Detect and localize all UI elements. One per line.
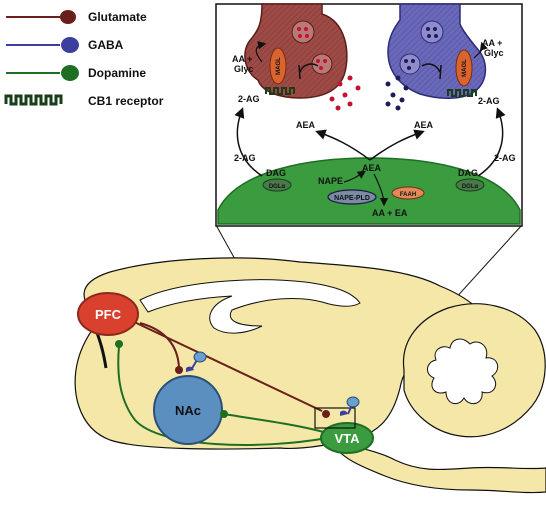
pfc-label: PFC bbox=[95, 307, 122, 322]
aa-glyc-right-line2: Glyc bbox=[484, 48, 504, 58]
magl-label-left: MAGL bbox=[276, 57, 282, 75]
brain-terminals bbox=[115, 340, 360, 429]
cb1-receptor-left bbox=[265, 87, 295, 95]
arrow-2ag-left bbox=[234, 107, 263, 177]
brain-section bbox=[74, 257, 546, 494]
nac-node: NAc bbox=[153, 375, 223, 445]
gaba-neuron-vta bbox=[346, 396, 360, 408]
nape-pld-enzyme bbox=[327, 189, 377, 205]
corpus-callosum bbox=[139, 279, 361, 334]
aea-right-label: AEA bbox=[414, 120, 434, 130]
glutamate-terminal-icon bbox=[60, 10, 76, 24]
pfc-ellipse bbox=[77, 292, 139, 336]
dgla-right-label: DGLα bbox=[462, 184, 479, 190]
dag-right-label: DAG bbox=[458, 168, 478, 178]
cb1-receptor-icon bbox=[4, 94, 63, 106]
legend-item-dopamine: Dopamine bbox=[6, 65, 146, 81]
dgla-enzyme-left bbox=[262, 178, 292, 192]
gaba-vesicles bbox=[399, 20, 444, 75]
vta-node: VTA bbox=[320, 422, 374, 454]
faah-enzyme bbox=[391, 186, 425, 200]
arbor-vitae bbox=[427, 338, 499, 405]
nac-circle bbox=[153, 375, 223, 445]
gaba-neuron-nac bbox=[193, 351, 207, 363]
aea-left-label: AEA bbox=[296, 120, 316, 130]
arrow-aea-right bbox=[369, 129, 425, 161]
legend-label-dopamine: Dopamine bbox=[88, 66, 146, 80]
two-ag-synapse-left: 2-AG bbox=[238, 94, 260, 104]
legend-item-cb1: CB1 receptor bbox=[4, 94, 164, 108]
glutamate-vesicles bbox=[291, 20, 333, 75]
inhibition-right bbox=[421, 63, 441, 73]
inhibition-left bbox=[299, 63, 319, 73]
legend-label-gaba: GABA bbox=[88, 38, 124, 52]
arrow-magl-left bbox=[255, 41, 267, 63]
legend-item-gaba: GABA bbox=[6, 37, 124, 53]
dag-left-label: DAG bbox=[266, 168, 286, 178]
arrow-aea-left bbox=[315, 129, 371, 161]
glutamate-pfc-nac-path bbox=[139, 322, 180, 369]
two-ag-side-left: 2-AG bbox=[234, 153, 256, 163]
two-ag-synapse-right: 2-AG bbox=[478, 96, 500, 106]
faah-label: FAAH bbox=[400, 192, 416, 198]
glutamate-pfc-vta-path bbox=[129, 319, 323, 412]
dopamine-terminal-nac bbox=[220, 410, 228, 418]
dopamine-terminal-icon bbox=[61, 65, 79, 81]
aa-glyc-left-line2: Glyc bbox=[234, 64, 254, 74]
two-ag-side-right: 2-AG bbox=[494, 153, 516, 163]
zoom-box bbox=[314, 407, 356, 429]
aea-center-label: AEA bbox=[362, 163, 382, 173]
cb1-receptor-right bbox=[447, 89, 477, 97]
dgla-enzyme-right bbox=[455, 178, 485, 192]
vta-label: VTA bbox=[334, 431, 360, 446]
legend-label-glutamate: Glutamate bbox=[88, 10, 147, 24]
magl-label-right: MAGL bbox=[462, 59, 468, 77]
arrow-magl-right bbox=[473, 41, 488, 59]
arrow-nape-aea bbox=[343, 170, 366, 183]
pathways bbox=[117, 319, 328, 446]
nac-label: NAc bbox=[175, 403, 201, 418]
nape-pld-label: NAPE-PLD bbox=[334, 195, 370, 202]
dopamine-terminal-pfc bbox=[115, 340, 123, 348]
synapse-inset: MAGL AA + Glyc 2-AG MAGL bbox=[215, 3, 523, 227]
postsynaptic-neuron bbox=[217, 157, 521, 225]
aa-glyc-left-line1: AA + bbox=[232, 54, 252, 64]
glutamate-terminal-nac bbox=[175, 366, 183, 374]
legend-item-glutamate: Glutamate bbox=[6, 10, 147, 24]
gaba-released bbox=[385, 75, 409, 111]
dgla-left-label: DGLα bbox=[269, 184, 286, 190]
arrow-2ag-right bbox=[477, 107, 506, 177]
vta-ellipse bbox=[320, 422, 374, 454]
arrow-aea-faah bbox=[373, 173, 389, 207]
magl-enzyme-right bbox=[455, 49, 473, 87]
glutamate-terminal-vta bbox=[322, 410, 330, 418]
nape-label: NAPE bbox=[318, 176, 343, 186]
dopamine-vta-pfc-path bbox=[117, 345, 328, 446]
legend-label-cb1: CB1 receptor bbox=[88, 94, 164, 108]
legend: Glutamate GABA Dopamine CB1 receptor bbox=[4, 10, 164, 108]
pfc-node: PFC bbox=[77, 292, 139, 336]
aa-ea-label: AA + EA bbox=[372, 208, 408, 218]
dopamine-vta-nac-path bbox=[223, 413, 328, 434]
brainstem bbox=[328, 439, 546, 494]
glutamate-released bbox=[329, 75, 361, 111]
magl-enzyme-left bbox=[269, 47, 287, 85]
aa-glyc-right-line1: AA + bbox=[482, 38, 502, 48]
gaba-terminal-icon bbox=[61, 37, 79, 53]
